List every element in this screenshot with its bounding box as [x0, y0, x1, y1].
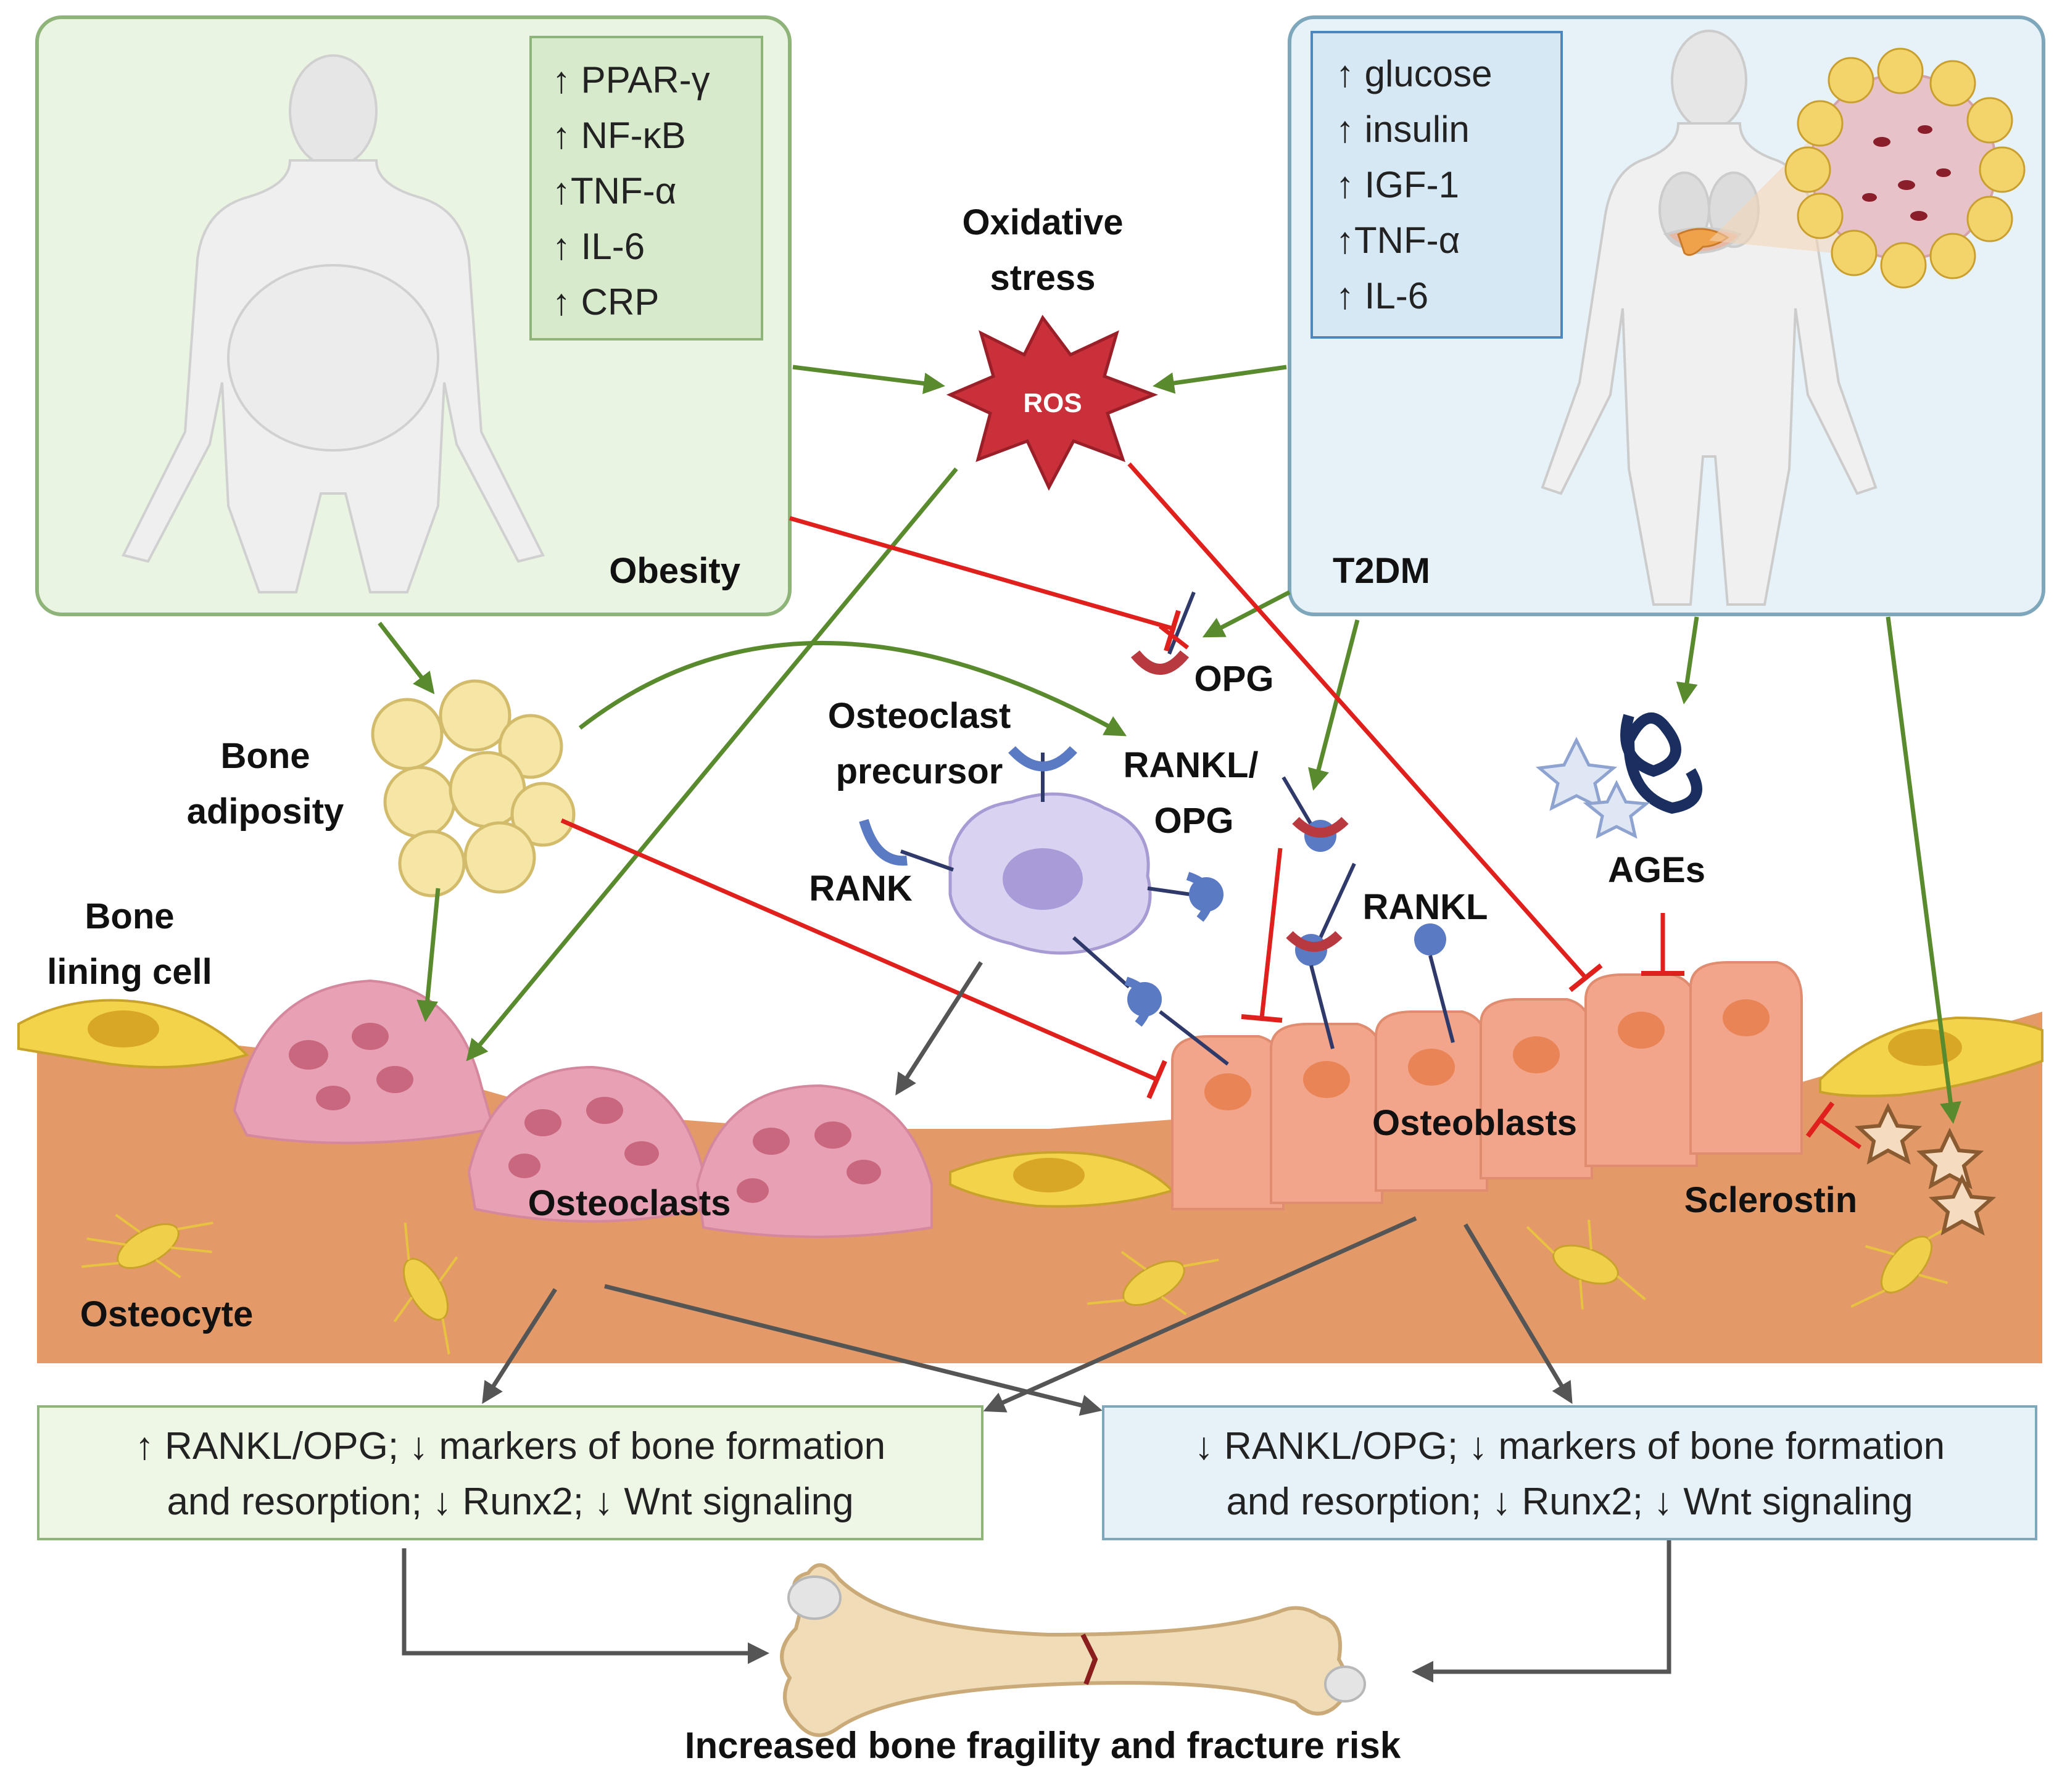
inhibition-lines: [560, 462, 1861, 1149]
bone-adiposity-label: Bone: [221, 736, 310, 776]
adipocyte-cluster-icon: [371, 679, 576, 898]
flow-arrows: [402, 961, 1671, 1683]
t2dm-markers-box: [1310, 31, 1563, 339]
outcome-box-obesity: [37, 1405, 983, 1540]
t2dm-marker: ↑ IGF-1: [1336, 164, 1459, 205]
obesity-markers-box: [529, 36, 763, 341]
ros-burst-icon: [946, 315, 1158, 491]
bone-adiposity-label: adiposity: [187, 791, 344, 832]
fractured-bone-icon: [780, 1563, 1366, 1737]
outcome-box-t2dm: [1102, 1405, 2037, 1540]
opg-label: OPG: [1195, 659, 1274, 699]
ages-molecule-icon: [1535, 712, 1702, 839]
t2dm-title: T2DM: [1333, 551, 1430, 591]
bone-lining-cell: [17, 999, 249, 1068]
osteocyte-label: Osteocyte: [80, 1294, 253, 1334]
osteoblasts-label: Osteoblasts: [1372, 1103, 1577, 1143]
obesity-marker: ↑ PPAR-γ: [552, 59, 710, 101]
bone-lining-cell-label: lining cell: [47, 952, 212, 992]
bone-lining-cell-label: Bone: [85, 896, 175, 936]
rankl-label: RANKL: [1363, 887, 1488, 927]
osteoblast-cells: [1171, 961, 1803, 1210]
obesity-marker: ↑TNF-α: [552, 170, 676, 212]
rankl-opg-label: OPG: [1154, 801, 1234, 841]
rankl-opg-label: RANKL/: [1123, 745, 1258, 785]
ros-label: ROS: [1023, 388, 1082, 418]
obesity-marker: ↑ NF-κB: [552, 115, 686, 156]
sclerostin-label: Sclerostin: [1684, 1180, 1857, 1220]
rank-receptors: [859, 746, 1191, 989]
osteoclast-cells: [233, 979, 933, 1238]
obesity-marker: ↑ IL-6: [552, 226, 645, 267]
rankl-bound-receptors: [1124, 872, 1229, 1066]
t2dm-marker: ↑ insulin: [1336, 109, 1470, 150]
t2dm-marker: ↑ glucose: [1336, 53, 1492, 94]
oxidative-stress-label: Oxidative: [962, 202, 1123, 242]
rank-label: RANK: [809, 869, 913, 909]
obesity-marker: ↑ CRP: [552, 281, 659, 323]
rankl-molecule-icon: [1414, 923, 1455, 1043]
osteoclast-precursor-label: Osteoclast: [828, 696, 1011, 736]
outcome-text: and resorption; ↓ Runx2; ↓ Wnt signaling: [1226, 1480, 1913, 1523]
osteoclasts-label: Osteoclasts: [528, 1183, 731, 1223]
ages-label: AGEs: [1608, 850, 1705, 890]
obese-human-figure: [122, 54, 545, 593]
oxidative-stress-label: stress: [990, 258, 1096, 298]
t2dm-marker: ↑ IL-6: [1336, 275, 1428, 316]
bone-lining-cell-middle: [949, 1151, 1175, 1208]
activation-arrows: [378, 365, 1961, 1124]
osteoblast-nuclei: [1204, 999, 1770, 1110]
precursor-nucleus: [1003, 848, 1083, 910]
obesity-title: Obesity: [609, 551, 740, 591]
rankl-opg-complex-icon: [1282, 776, 1356, 1049]
opg-molecule-icon: [1130, 591, 1196, 675]
outcome-text: ↓ RANKL/OPG; ↓ markers of bone formation: [1195, 1425, 1945, 1468]
osteoclast-precursor-label: precursor: [836, 751, 1003, 791]
conclusion-label: Increased bone fragility and fracture ri…: [685, 1725, 1401, 1766]
t2dm-marker: ↑TNF-α: [1336, 220, 1460, 261]
osteocyte-cells: [81, 1213, 1961, 1355]
inhibition-bars: [1146, 609, 1835, 1138]
outcome-text: and resorption; ↓ Runx2; ↓ Wnt signaling: [167, 1480, 853, 1523]
outcome-text: ↑ RANKL/OPG; ↓ markers of bone formation: [135, 1425, 885, 1468]
pancreatic-islet-magnified: [1784, 47, 2026, 289]
sclerostin-stars: [1854, 1103, 1997, 1236]
